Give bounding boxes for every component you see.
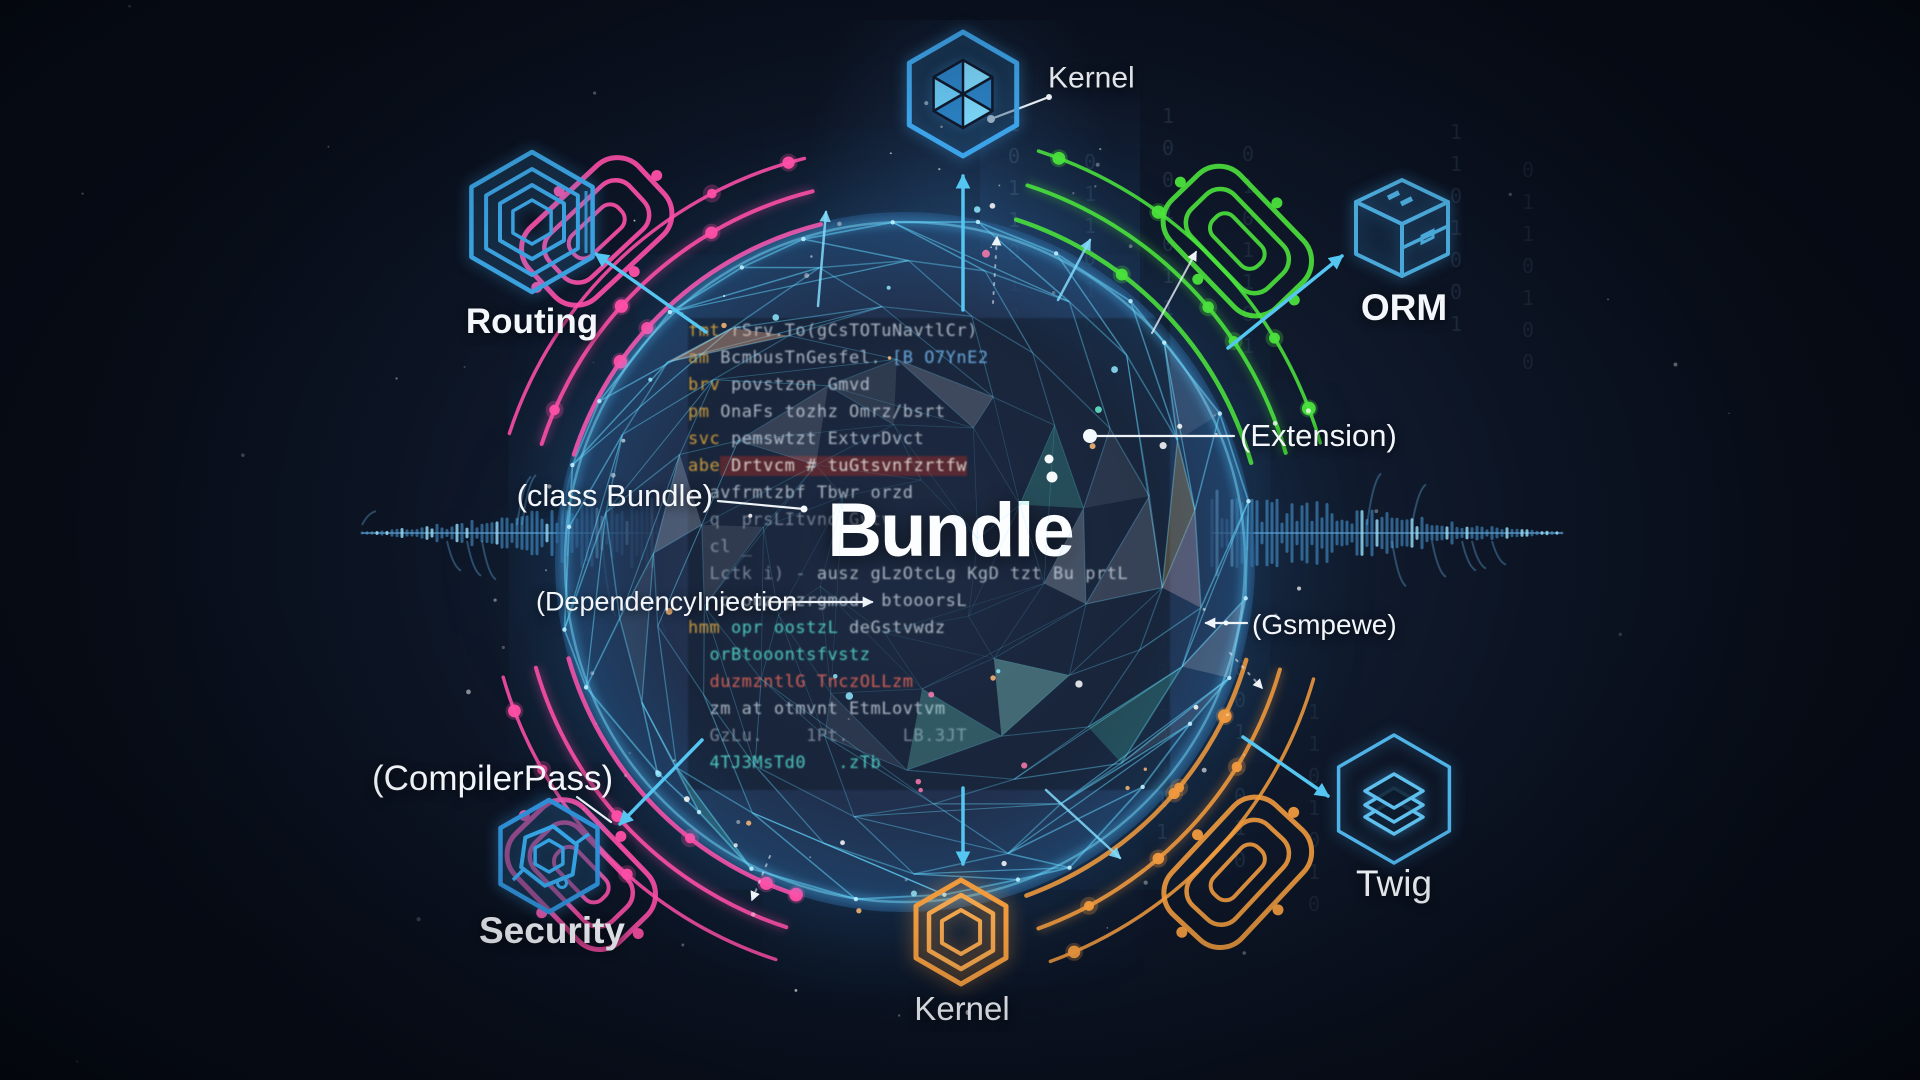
node-label-twig: Twig bbox=[1355, 863, 1433, 904]
cube-hexagon-icon bbox=[906, 29, 1020, 159]
nested-hexagons-icon bbox=[469, 149, 595, 295]
node-label-security: Security bbox=[478, 910, 626, 951]
node-label-kernel-bottom: Kernel bbox=[914, 990, 1010, 1027]
annotation-dependency-injection: (DependencyInjection bbox=[536, 586, 798, 617]
hex-nut-icon bbox=[498, 797, 600, 915]
node-label-orm: ORM bbox=[1360, 287, 1448, 328]
annotation-compiler-pass: (CompilerPass) bbox=[372, 759, 614, 798]
nested-hexagons-orange-icon bbox=[913, 877, 1009, 987]
node-label-kernel-top: Kernel bbox=[1048, 61, 1135, 95]
storage-box-icon bbox=[1354, 178, 1450, 278]
annotation-composer: (Gsmpewe) bbox=[1252, 609, 1397, 640]
annotation-extension: (Extension) bbox=[1240, 418, 1397, 453]
node-label-routing: Routing bbox=[465, 302, 599, 341]
layers-hexagon-icon bbox=[1336, 733, 1452, 865]
annotation-class-bundle: (class Bundle) bbox=[516, 478, 713, 513]
